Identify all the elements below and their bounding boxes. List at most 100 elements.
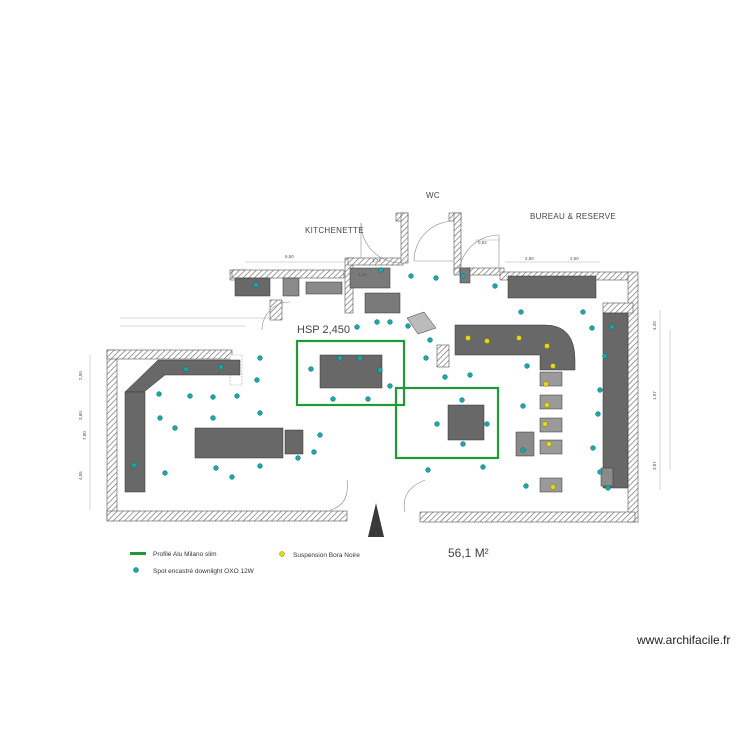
wc-label: WC <box>426 191 440 200</box>
spot-light <box>484 421 490 427</box>
spot-light <box>308 366 314 372</box>
spot-light <box>210 394 216 400</box>
spot-light <box>295 455 301 461</box>
spot-light <box>257 410 263 416</box>
spot-light <box>580 309 586 315</box>
spot-light <box>590 445 596 451</box>
spot-light <box>162 470 168 476</box>
spot-light <box>156 391 162 397</box>
spot-light <box>317 432 323 438</box>
spot-light <box>433 275 439 281</box>
spot-light <box>434 421 440 427</box>
dimension-lines <box>89 239 671 510</box>
svg-text:2,80: 2,80 <box>525 256 534 261</box>
entrance-arrow-icon <box>368 503 384 537</box>
spot-light <box>387 319 393 325</box>
spot-light <box>218 364 224 370</box>
svg-text:4,20: 4,20 <box>652 321 657 330</box>
spot-light <box>427 337 433 343</box>
door-swings <box>261 220 500 513</box>
svg-text:3,87: 3,87 <box>652 461 657 470</box>
kitchenette-label: KITCHENETTE <box>305 226 364 235</box>
svg-text:1,74: 1,74 <box>372 258 381 263</box>
spot-lights <box>131 267 615 491</box>
ceiling-height-label: HSP 2,450 <box>297 324 350 336</box>
spot-light <box>229 474 235 480</box>
spot-light <box>518 309 524 315</box>
svg-text:0,92: 0,92 <box>478 240 487 245</box>
spot-light <box>605 485 611 491</box>
svg-text:1,60: 1,60 <box>358 272 367 277</box>
spot-light <box>374 319 380 325</box>
svg-text:6,50: 6,50 <box>285 254 294 259</box>
legend-suspension-label: Suspension Bora Noire <box>293 552 360 559</box>
spot-light <box>213 465 219 471</box>
spot-light <box>442 374 448 380</box>
spot-light <box>609 324 615 330</box>
spot-light <box>257 463 263 469</box>
spot-light <box>523 483 529 489</box>
spot-light <box>131 462 137 468</box>
spot-light <box>597 469 603 475</box>
spot-light <box>602 353 608 359</box>
spot-light <box>157 415 163 421</box>
spot-light <box>524 363 530 369</box>
spot-light <box>183 366 189 372</box>
spot-light <box>467 372 473 378</box>
spot-light <box>520 403 526 409</box>
profile-frames <box>295 339 500 460</box>
suspension-light <box>516 335 522 341</box>
suspension-lights <box>465 335 556 490</box>
spot-light <box>492 283 498 289</box>
spot-light <box>405 323 411 329</box>
spot-light <box>480 464 486 470</box>
spot-light <box>387 383 393 389</box>
suspension-light <box>550 363 556 369</box>
profile-frame-left <box>295 339 406 407</box>
spot-light <box>210 415 216 421</box>
suspension-light <box>465 335 471 341</box>
svg-text:4,05: 4,05 <box>78 471 83 480</box>
site-watermark: www.archifacile.fr <box>636 633 730 647</box>
legend-suspension-swatch <box>279 551 285 557</box>
spot-light <box>337 355 343 361</box>
suspension-light <box>550 484 556 490</box>
spot-light <box>589 325 595 331</box>
dimension-labels: 6,50 1,74 1,60 0,92 2,80 2,50 7,80 2,50 … <box>78 240 657 480</box>
spot-light <box>597 387 603 393</box>
spot-light <box>425 467 431 473</box>
spot-light <box>595 411 601 417</box>
spot-light <box>459 397 465 403</box>
suspension-light <box>542 421 548 427</box>
spot-light <box>354 324 360 330</box>
spot-light <box>408 273 414 279</box>
legend: Profilé Alu Milano slim Suspension Bora … <box>130 551 360 575</box>
spot-light <box>254 377 260 383</box>
spot-light <box>423 355 429 361</box>
spot-light <box>460 273 466 279</box>
svg-text:1,97: 1,97 <box>652 391 657 400</box>
svg-text:2,50: 2,50 <box>570 256 579 261</box>
suspension-light <box>544 343 550 349</box>
spot-light <box>357 355 363 361</box>
furniture <box>124 267 629 493</box>
suspension-light <box>546 441 552 447</box>
legend-profile-label: Profilé Alu Milano slim <box>153 551 217 558</box>
suspension-light <box>544 402 550 408</box>
surface-area: 56,1 M² <box>448 546 489 560</box>
spot-light <box>234 393 240 399</box>
legend-spot-label: Spot encastré downlight OXO 12W <box>153 568 255 575</box>
spot-light <box>377 367 383 373</box>
spot-light <box>520 447 526 453</box>
spot-light <box>257 355 263 361</box>
profile-frame-right <box>394 386 500 460</box>
office-label: BUREAU & RESERVE <box>530 212 616 221</box>
spot-light <box>365 396 371 402</box>
spot-light <box>253 282 259 288</box>
suspension-light <box>543 381 549 387</box>
spot-light <box>172 425 178 431</box>
suspension-light <box>484 338 490 344</box>
svg-text:2,50: 2,50 <box>78 371 83 380</box>
spot-light <box>460 441 466 447</box>
